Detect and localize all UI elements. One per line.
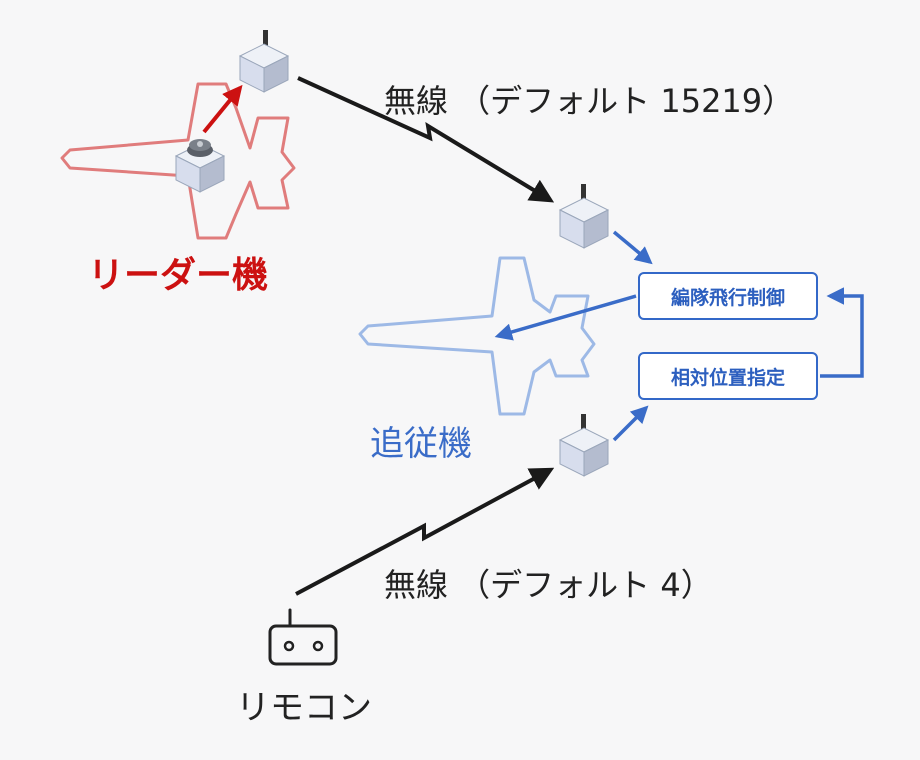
follower-label: 追従機 [370,424,472,464]
formation-control-box: 編隊飛行制御 [638,272,818,320]
wireless-top-label: 無線 （デフォルト 15219） [384,82,795,120]
wireless-bottom-label: 無線 （デフォルト 4） [384,566,713,604]
leader-label: リーダー機 [88,255,269,296]
relative-position-box: 相対位置指定 [638,352,818,400]
relative-to-formation-arrow [820,287,864,378]
radio-to-relative-arrow [612,405,649,442]
leader-sensor-arrow [202,84,243,134]
follower-plane-icon [358,256,596,416]
leader-sensor-icon [174,139,226,193]
formation-to-plane-arrow [494,294,637,341]
wireless-link-top [297,76,555,203]
follower-remote-radio-icon [558,414,610,477]
radio-to-formation-arrow [612,230,653,265]
wireless-link-bottom [295,467,555,596]
follower-radio-icon [558,184,610,249]
leader-plane-icon [60,82,296,240]
leader-radio-icon [238,30,290,93]
remote-label: リモコン [236,688,372,728]
remote-controller-icon [268,608,338,666]
